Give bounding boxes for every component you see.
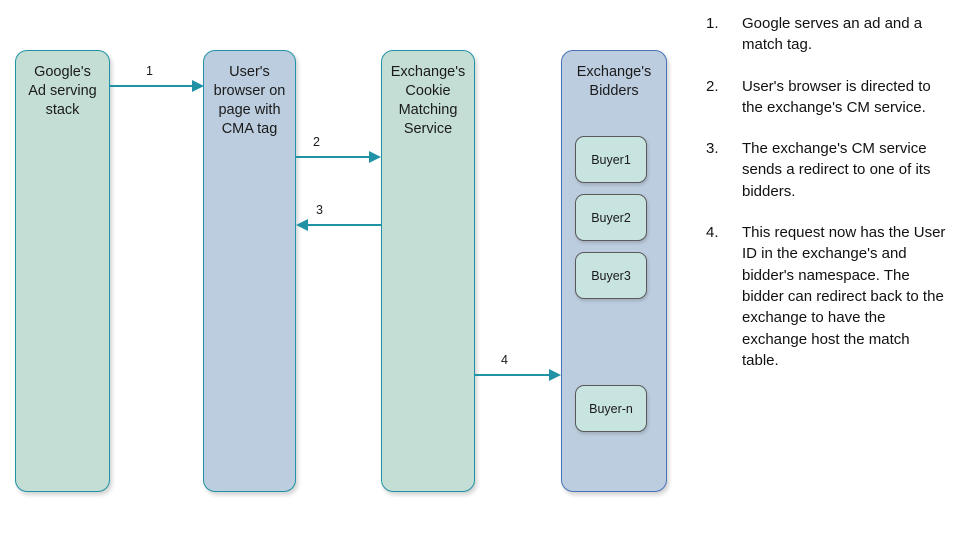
arrow-1-label: 1 <box>146 64 153 78</box>
step-list: 1. Google serves an ad and a match tag. … <box>706 13 950 391</box>
arrow-2-head-icon <box>369 150 381 163</box>
buyer-box: Buyer2 <box>575 194 647 241</box>
node-google-ad-serving-stack: Google's Ad serving stack <box>15 50 110 492</box>
arrow-4-label: 4 <box>501 353 508 367</box>
list-item: 2. User's browser is directed to the exc… <box>706 76 950 119</box>
arrow-2-label: 2 <box>313 135 320 149</box>
node-exchange-cookie-matching-service: Exchange's Cookie Matching Service <box>381 50 475 492</box>
step-text: This request now has the User ID in the … <box>742 224 946 369</box>
arrow-4-head-icon <box>549 368 561 381</box>
arrow-1-head-icon <box>192 79 204 92</box>
arrow-3-line <box>308 224 381 226</box>
step-text: The exchange's CM service sends a redire… <box>742 140 931 200</box>
buyer-box: Buyer-n <box>575 385 647 432</box>
arrow-4-line <box>475 374 550 376</box>
list-item: 4. This request now has the User ID in t… <box>706 222 950 371</box>
arrow-3-label: 3 <box>316 203 323 217</box>
arrow-3-head-icon <box>296 218 308 231</box>
step-text: Google serves an ad and a match tag. <box>742 15 923 54</box>
step-text: User's browser is directed to the exchan… <box>742 77 931 116</box>
list-item: 3. The exchange's CM service sends a red… <box>706 138 950 202</box>
arrow-2-line <box>296 156 370 158</box>
node-user-browser: User's browser on page with CMA tag <box>203 50 296 492</box>
buyer-box: Buyer1 <box>575 136 647 183</box>
arrow-1-line <box>110 85 194 87</box>
step-number: 4. <box>706 224 719 242</box>
step-number: 1. <box>706 15 719 32</box>
buyer-box: Buyer3 <box>575 252 647 299</box>
step-number: 3. <box>706 140 719 158</box>
list-item: 1. Google serves an ad and a match tag. <box>706 13 950 56</box>
step-number: 2. <box>706 77 719 95</box>
